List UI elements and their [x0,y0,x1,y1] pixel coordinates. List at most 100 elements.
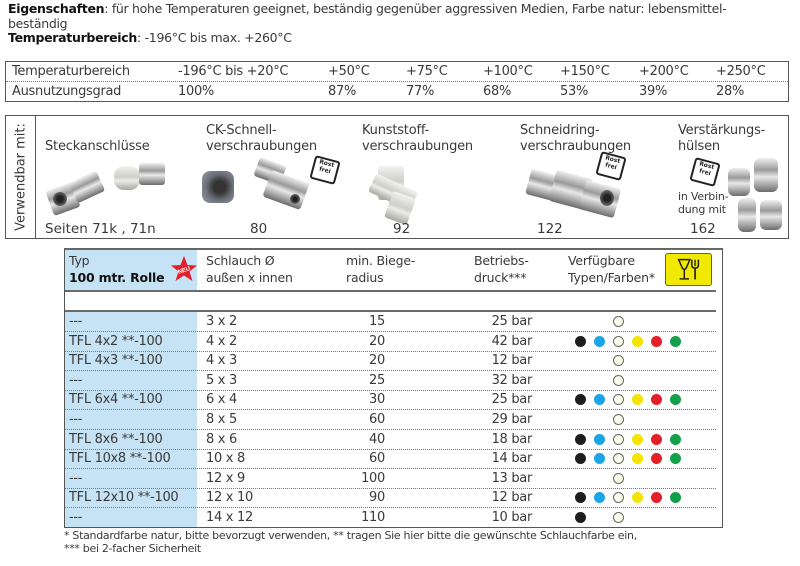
pressure-cell: 12 bar [491,490,533,506]
hose-specs-table: Typ 100 mtr. Rolle NEU Schlauch Ø außen … [64,248,723,528]
header-size-2: außen x innen [206,270,293,285]
fitting-plastic[interactable]: Kunststoff- verschraubungen 92 [362,116,492,238]
color-dot-red-icon [651,394,662,406]
color-dot-yellow-icon [632,394,643,406]
bend-radius-cell: 40 [369,431,385,447]
header-divider [65,310,716,312]
color-dot-red-icon [651,453,662,465]
temp-cell: -196°C bis +20°C [178,64,289,79]
header-type: Typ [69,253,90,268]
color-dot-natural-icon [613,335,624,347]
type-cell: TFL 12x10 **-100 [69,490,179,506]
fitting-page: 122 [537,221,563,237]
bend-radius-cell: 20 [369,333,385,349]
header-pressure-2: druck*** [474,270,527,285]
temp-cell: +200°C [639,64,689,79]
color-dot-red-icon [651,433,662,445]
row-label-temperature: Temperaturbereich [12,64,130,79]
color-dot-red-icon [651,335,662,347]
food-safe-icon [665,253,712,286]
available-colors [575,355,695,367]
pressure-cell: 29 bar [491,412,533,427]
table-row[interactable]: --- 14 x 12 110 10 bar [65,508,716,527]
header-colors: Verfügbare [568,253,635,268]
pressure-cell: 42 bar [491,333,533,349]
table-row[interactable]: --- 8 x 5 60 29 bar [65,410,716,430]
properties-intro: Eigenschaften: für hohe Temperaturen gee… [8,1,793,46]
header-divider [65,290,716,292]
pressure-cell: 14 bar [491,451,533,467]
temp-cell: +100°C [483,64,533,79]
footnote-1: * Standardfarbe natur, bitte bevorzugt v… [64,529,637,542]
new-star-icon: NEU [171,256,197,281]
fitting-note: in Verbin- [678,190,729,203]
color-dot-yellow-icon [632,433,643,445]
header-size: Schlauch Ø [206,253,275,268]
temp-cell: +50°C [328,64,370,79]
type-cell: --- [69,470,83,486]
available-colors [575,374,695,387]
utilization-cell: 100% [178,84,214,99]
size-cell: 8 x 5 [206,412,238,427]
color-dot-yellow-icon [632,492,643,504]
fitting-push-in[interactable]: Steckanschlüsse Seiten 71k , 71n [44,116,194,238]
fitting-title: Schneidring- [520,123,600,138]
color-dot-natural-icon [613,492,624,504]
color-dot-natural-icon [613,374,624,386]
available-colors [575,433,695,446]
header-pressure: Betriebs- [474,253,529,268]
pressure-cell: 25 bar [491,392,533,408]
compatible-fittings-panel: Verwendbar mit: Steckanschlüsse Seiten 7… [5,115,789,239]
color-dot-black-icon [575,433,586,445]
pressure-cell: 25 bar [491,314,533,329]
color-dot-natural-icon [613,453,624,465]
color-dot-natural-icon [613,394,624,406]
pressure-cell: 13 bar [491,470,533,486]
bend-radius-cell: 15 [369,314,385,329]
usable-with-label: Verwendbar mit: [13,123,29,231]
type-cell: TFL 6x4 **-100 [69,392,163,408]
available-colors [575,335,695,348]
color-dot-natural-icon [613,414,624,425]
bend-radius-cell: 60 [369,412,385,427]
type-cell: --- [69,510,83,525]
fitting-page: Seiten 71k , 71n [45,221,156,237]
temp-range-label: Temperaturbereich [8,30,137,45]
fitting-title-2: verschraubungen [206,139,317,154]
bend-radius-cell: 110 [361,510,385,525]
svg-text:NEU: NEU [177,266,191,276]
color-dot-black-icon [575,512,586,523]
size-cell: 4 x 3 [206,353,238,369]
fitting-page: 162 [690,221,716,237]
type-cell: --- [69,412,83,427]
fitting-page: 80 [250,221,268,237]
pressure-cell: 10 bar [491,510,533,525]
color-dot-natural-icon [613,316,624,327]
size-cell: 14 x 12 [206,510,253,525]
header-colors-2: Typen/Farben* [568,270,655,285]
size-cell: 5 x 3 [206,372,238,388]
utilization-row: Ausnutzungsgrad 100% 87% 77% 68% 53% 39%… [6,82,788,101]
type-cell: TFL 10x8 **-100 [69,451,171,467]
color-dot-green-icon [670,433,681,445]
color-dot-green-icon [670,335,681,347]
available-colors [575,512,695,524]
color-dot-green-icon [670,453,681,465]
fitting-title: Kunststoff- [362,123,429,138]
utilization-cell: 39% [639,84,667,99]
color-dot-blue-icon [594,492,605,504]
temperature-utilization-table: Temperaturbereich -196°C bis +20°C +50°C… [5,61,789,102]
size-cell: 3 x 2 [206,314,238,329]
